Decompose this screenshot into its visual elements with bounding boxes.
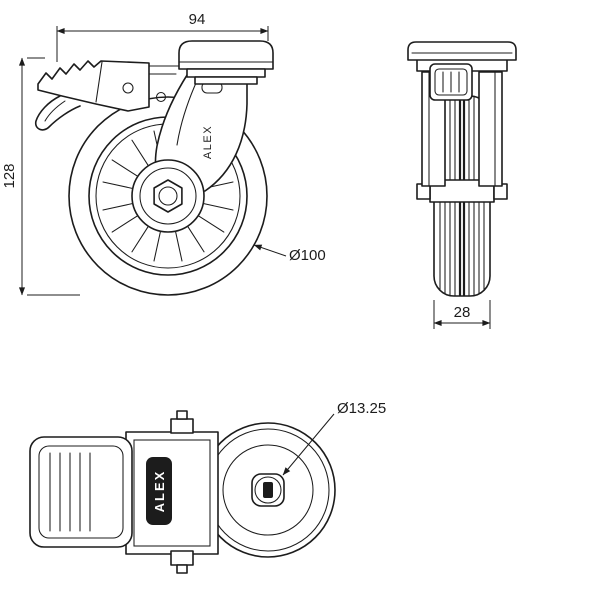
brake-pedal-front [429, 63, 473, 101]
dim-top-width-label: 94 [189, 11, 206, 28]
wheel-diameter-label: Ø100 [289, 247, 326, 264]
swivel-bearing-top [200, 422, 336, 558]
bolt-hole-label: Ø13.25 [337, 400, 386, 417]
brake-pawl [34, 95, 81, 131]
axle-front [416, 179, 508, 203]
brake-lever [34, 60, 180, 131]
top-plate-front [407, 41, 517, 61]
top-plate-side [178, 40, 274, 85]
top-view: ALEX [29, 410, 336, 574]
front-view [407, 41, 517, 297]
brand-label-side: ALEX [202, 125, 214, 159]
annotation-bolt-hole: Ø13.25 [282, 400, 386, 476]
wheel-width-label: 28 [454, 304, 471, 321]
brand-label-top: ALEX [152, 470, 167, 513]
dim-height-label: 128 [1, 163, 18, 188]
housing-top: ALEX [125, 431, 219, 555]
side-view: ALEX [34, 40, 274, 296]
dimension-wheel-width: 28 [433, 300, 491, 329]
bolt-socket [263, 482, 273, 498]
dimension-height: 128 [1, 57, 80, 296]
brand-plate [146, 457, 172, 525]
fork-leg-right [478, 71, 503, 187]
axle-nut-hex [153, 179, 183, 213]
brake-pedal-top [29, 436, 133, 548]
dimension-top-width: 94 [56, 11, 269, 62]
mount-bolts-top [170, 410, 194, 574]
annotation-wheel-diameter: Ø100 [253, 244, 326, 264]
wheel-hub [131, 159, 205, 233]
bolt-hole-boss [251, 473, 285, 507]
bolt-hole [254, 476, 282, 504]
